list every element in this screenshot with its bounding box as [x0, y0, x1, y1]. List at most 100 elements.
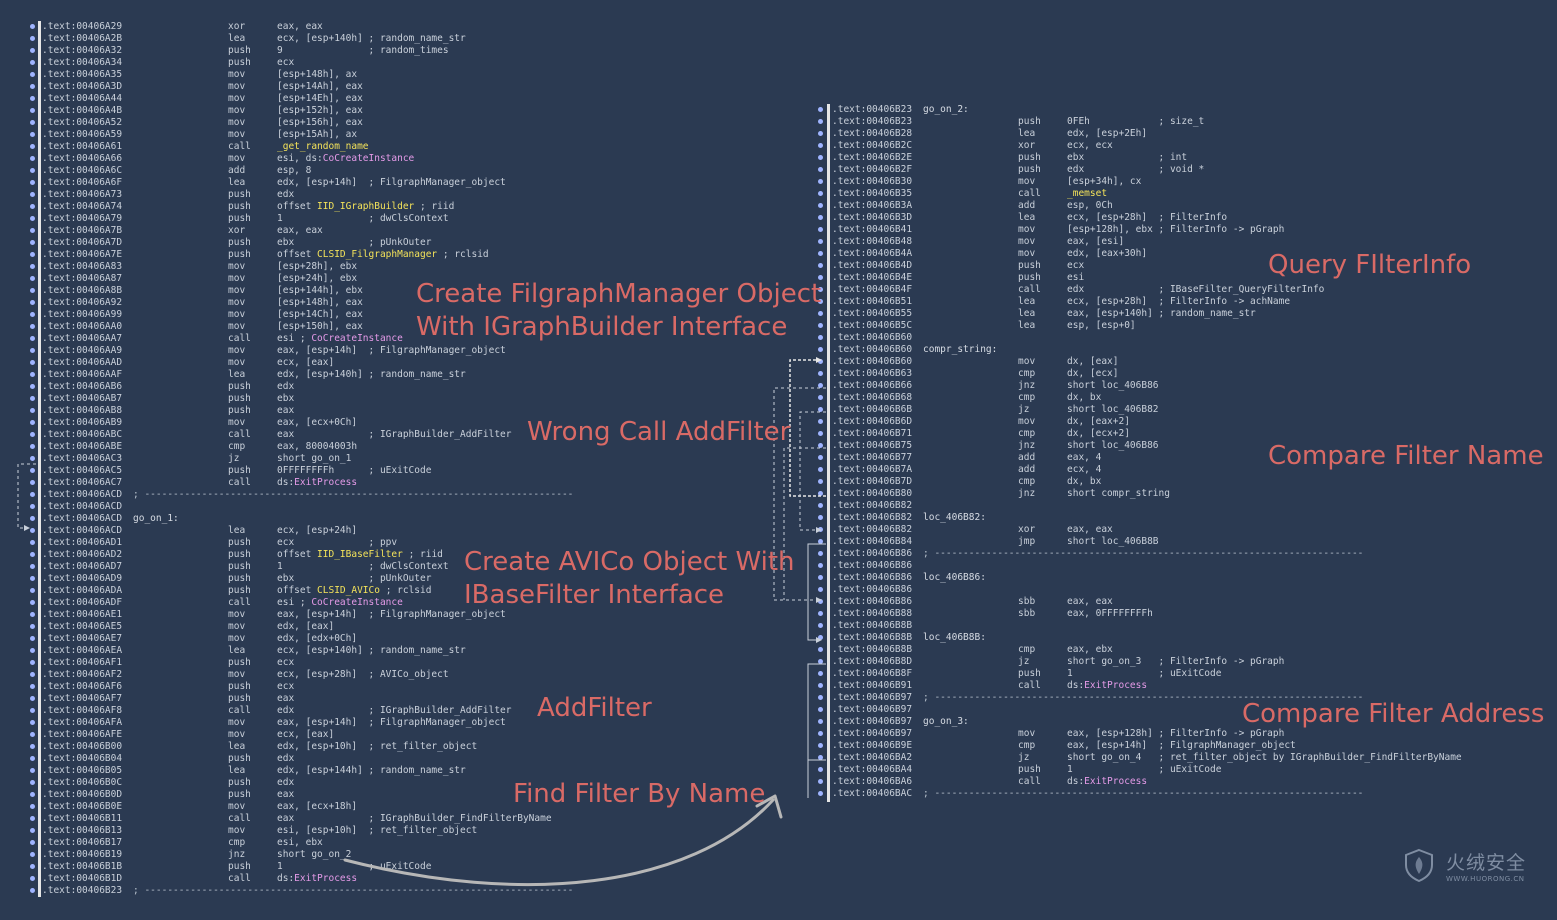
listing-line[interactable]: .text:00406BAC; ------------------------… — [818, 788, 1518, 800]
listing-line[interactable]: .text:00406ACD — [30, 501, 770, 513]
import-reference[interactable]: ExitProcess — [294, 873, 358, 884]
listing-line[interactable]: .text:00406B82 — [818, 500, 1518, 512]
import-reference[interactable]: CoCreateInstance — [311, 597, 403, 608]
symbol-reference[interactable]: CLSID_FilgraphManager — [317, 249, 438, 260]
listing-line[interactable]: .text:00406B97; ------------------------… — [818, 692, 1518, 704]
listing-line[interactable]: .text:00406B86 — [818, 584, 1518, 596]
symbol-reference[interactable]: _memset — [1067, 188, 1108, 199]
symbol-reference[interactable]: CLSID_AVICo — [317, 585, 380, 596]
symbol-reference[interactable]: IID_IGraphBuilder — [317, 201, 415, 212]
listing-line[interactable]: .text:00406B97 — [818, 704, 1518, 716]
import-reference[interactable]: ExitProcess — [1084, 776, 1148, 787]
code-label[interactable]: go_on_2: — [923, 104, 969, 115]
listing-line[interactable]: .text:00406B86; ------------------------… — [818, 548, 1518, 560]
listing-line[interactable]: .text:00406ACD; ------------------------… — [30, 489, 770, 501]
code-label[interactable]: loc_406B82: — [923, 512, 986, 523]
import-reference[interactable]: ExitProcess — [294, 477, 358, 488]
symbol-reference[interactable]: IID_IBaseFilter — [317, 549, 403, 560]
code-label[interactable]: go_on_1: — [133, 513, 179, 524]
